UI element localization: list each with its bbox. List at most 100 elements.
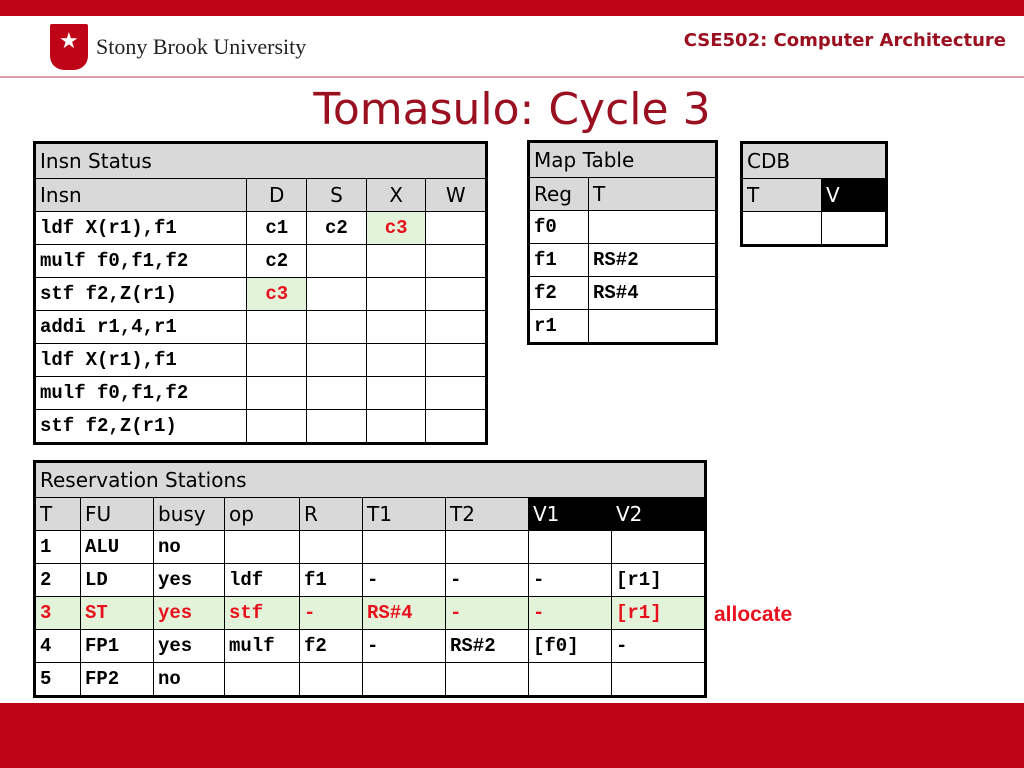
- column-header: V2: [611, 497, 706, 531]
- table-cell: RS#2: [588, 243, 717, 277]
- table-cell: [r1]: [611, 596, 706, 630]
- table-cell: ldf: [224, 563, 300, 597]
- table-cell: -: [528, 563, 612, 597]
- table-row: mulf f0,f1,f2: [33, 376, 487, 410]
- table-cell: -: [299, 596, 363, 630]
- table-cell: RS#4: [362, 596, 446, 630]
- table-cell: r1: [528, 309, 589, 344]
- table-row: mulf f0,f1,f2 c2: [33, 244, 487, 278]
- table-cell: -: [611, 629, 706, 663]
- table-cell: stf: [224, 596, 300, 630]
- table-cell: -: [362, 629, 446, 663]
- table-title: Reservation Stations: [34, 461, 706, 498]
- table-cell: c2: [306, 211, 367, 245]
- course-title: CSE502: Computer Architecture: [683, 30, 1006, 51]
- table-cell: no: [153, 662, 225, 697]
- table-cell: [306, 277, 367, 311]
- shield-icon: ★: [50, 24, 88, 70]
- table-cell: [299, 530, 363, 564]
- table-cell: [528, 662, 612, 697]
- table-row: addi r1,4,r1: [33, 310, 487, 344]
- table-cell: [224, 530, 300, 564]
- table-row: 3 ST yes stf - RS#4 - - [r1]: [34, 596, 706, 630]
- table-cell: mulf f0,f1,f2: [33, 376, 248, 410]
- table-row: 1 ALU no: [34, 530, 706, 564]
- column-header: D: [246, 178, 308, 212]
- table-row: stf f2,Z(r1): [33, 409, 487, 444]
- column-header: T: [741, 178, 822, 212]
- table-cell: [528, 530, 612, 564]
- table-cell: 2: [34, 563, 81, 597]
- table-row: f0: [528, 210, 717, 244]
- table-cell: [365, 343, 427, 377]
- table-cell: ldf X(r1),f1: [33, 343, 248, 377]
- table-cell: [362, 662, 446, 697]
- university-logo: ★ Stony Brook University: [50, 24, 320, 72]
- table-row: 2 LD yes ldf f1 - - - [r1]: [34, 563, 706, 597]
- table-cell: [821, 211, 887, 246]
- table-row: 5 FP2 no: [34, 662, 706, 697]
- table-cell: yes: [153, 596, 225, 630]
- column-header: V: [821, 178, 887, 212]
- column-header: op: [224, 497, 300, 531]
- table-cell: FP2: [80, 662, 154, 697]
- table-cell: 5: [34, 662, 81, 697]
- table-cell: stf f2,Z(r1): [33, 277, 248, 311]
- table-cell: [611, 530, 706, 564]
- table-cell: [445, 662, 529, 697]
- column-header: Reg: [528, 177, 589, 211]
- table-cell: [425, 376, 487, 410]
- column-header: T: [588, 177, 717, 211]
- table-cell: f1: [528, 243, 589, 277]
- table-cell: yes: [153, 563, 225, 597]
- table-row: ldf X(r1),f1: [33, 343, 487, 377]
- table-row: f2 RS#4: [528, 276, 717, 310]
- column-header: T: [34, 497, 81, 531]
- table-cell: [246, 376, 308, 410]
- table-cell: 4: [34, 629, 81, 663]
- table-cell: [224, 662, 300, 697]
- table-cell: [425, 211, 487, 245]
- table-cell: [425, 409, 487, 444]
- table-cell: [588, 309, 717, 344]
- table-row: 4 FP1 yes mulf f2 - RS#2 [f0] -: [34, 629, 706, 663]
- table-row: [741, 211, 887, 246]
- table-cell: RS#2: [445, 629, 529, 663]
- table-cell: [306, 310, 367, 344]
- table-cell: [246, 343, 308, 377]
- table-cell: ALU: [80, 530, 154, 564]
- top-bar: [0, 0, 1024, 16]
- table-cell: [425, 343, 487, 377]
- table-cell: -: [362, 563, 446, 597]
- table-cell: [306, 343, 367, 377]
- column-header: T2: [445, 497, 529, 531]
- table-cell: f2: [528, 276, 589, 310]
- reservation-stations-table: Reservation Stations T FU busy op R T1 T…: [33, 460, 707, 698]
- header-divider: [0, 76, 1024, 78]
- table-cell: RS#4: [588, 276, 717, 310]
- table-cell: LD: [80, 563, 154, 597]
- column-header: R: [299, 497, 363, 531]
- column-header: W: [425, 178, 487, 212]
- table-cell: [425, 310, 487, 344]
- table-title: Insn Status: [34, 142, 487, 179]
- table-cell: [r1]: [611, 563, 706, 597]
- table-cell: mulf: [224, 629, 300, 663]
- table-cell: [365, 310, 427, 344]
- table-cell: [588, 210, 717, 244]
- table-row: f1 RS#2: [528, 243, 717, 277]
- allocate-annotation: allocate: [714, 603, 793, 626]
- table-cell: ldf X(r1),f1: [33, 211, 248, 245]
- table-cell: c3: [246, 277, 308, 311]
- table-cell: [611, 662, 706, 697]
- table-cell: [365, 277, 427, 311]
- column-header: V1: [528, 497, 612, 531]
- table-row: r1: [528, 309, 717, 344]
- bottom-bar: [0, 703, 1024, 768]
- table-cell: [246, 409, 308, 444]
- table-cell: mulf f0,f1,f2: [33, 244, 248, 278]
- logo-text: Stony Brook University: [96, 34, 307, 59]
- table-cell: [365, 409, 427, 444]
- column-header: FU: [80, 497, 154, 531]
- table-cell: addi r1,4,r1: [33, 310, 248, 344]
